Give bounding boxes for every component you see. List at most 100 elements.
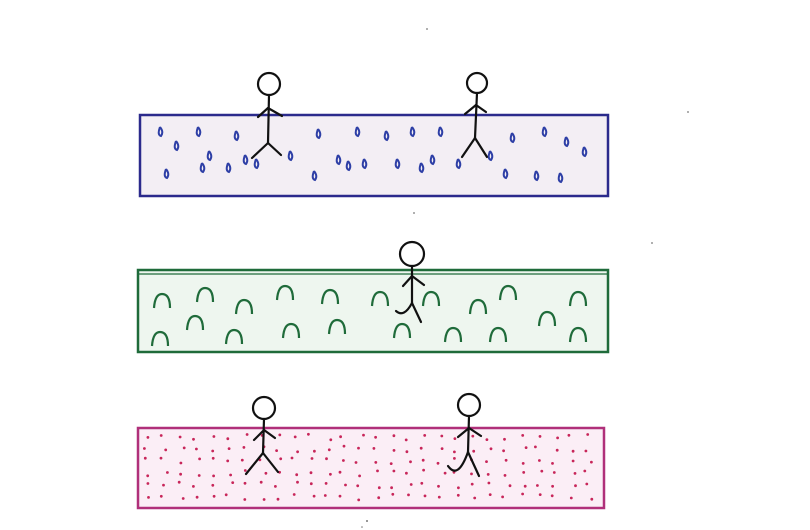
- dot-mark: [293, 493, 296, 496]
- dot-mark: [551, 494, 554, 497]
- panel-green-box: [138, 270, 608, 352]
- dot-mark: [307, 433, 310, 436]
- dot-mark: [438, 496, 441, 499]
- dot-mark: [339, 471, 342, 474]
- dot-mark: [424, 495, 427, 498]
- dot-mark: [265, 472, 268, 475]
- dot-mark: [539, 435, 542, 438]
- dot-mark: [521, 493, 524, 496]
- dot-mark: [147, 496, 150, 499]
- dot-mark: [295, 473, 298, 476]
- dot-mark: [339, 495, 342, 498]
- dot-mark: [355, 461, 358, 464]
- dot-mark: [585, 450, 588, 453]
- dot-mark: [574, 472, 577, 475]
- dot-mark: [422, 469, 425, 472]
- dot-mark: [310, 471, 313, 474]
- dot-mark: [263, 498, 266, 501]
- dot-mark: [570, 497, 573, 500]
- dot-mark: [574, 484, 577, 487]
- dot-mark: [313, 450, 316, 453]
- dot-mark: [278, 434, 281, 437]
- dot-mark: [198, 474, 201, 477]
- dot-mark: [444, 472, 447, 475]
- dot-mark: [144, 457, 147, 460]
- dot-mark: [325, 457, 328, 460]
- dot-mark: [440, 435, 443, 438]
- dot-mark: [311, 457, 314, 460]
- dot-mark: [470, 473, 473, 476]
- dot-mark: [160, 495, 163, 498]
- dot-mark: [241, 459, 244, 462]
- dot-mark: [146, 474, 149, 477]
- dot-mark: [583, 470, 586, 473]
- dot-mark: [228, 447, 231, 450]
- dot-mark: [357, 447, 360, 450]
- dot-mark: [246, 433, 249, 436]
- dot-mark: [279, 457, 282, 460]
- dot-mark: [357, 499, 360, 502]
- dot-mark: [390, 462, 393, 465]
- dot-mark: [538, 459, 541, 462]
- dot-mark: [409, 460, 412, 463]
- dot-mark: [540, 470, 543, 473]
- dot-mark: [472, 450, 475, 453]
- dot-mark: [358, 475, 361, 478]
- dot-mark: [556, 449, 559, 452]
- dot-mark: [453, 451, 456, 454]
- dot-mark: [244, 482, 247, 485]
- dot-mark: [198, 458, 201, 461]
- panel-pink-box: [138, 428, 604, 508]
- dot-mark: [275, 449, 278, 452]
- dot-mark: [164, 449, 167, 452]
- dot-mark: [521, 434, 524, 437]
- dot-mark: [344, 484, 347, 487]
- dot-mark: [488, 482, 491, 485]
- dot-mark: [407, 494, 410, 497]
- dot-mark: [162, 484, 165, 487]
- dot-mark: [522, 471, 525, 474]
- dot-mark: [212, 475, 215, 478]
- dot-mark: [501, 496, 504, 499]
- dot-mark: [376, 470, 379, 473]
- panel-pink: [138, 428, 604, 508]
- dot-mark: [277, 498, 280, 501]
- dot-mark: [420, 447, 423, 450]
- dot-mark: [310, 482, 313, 485]
- dot-mark: [572, 450, 575, 453]
- dot-mark: [457, 486, 460, 489]
- dot-mark: [586, 433, 589, 436]
- dot-mark: [328, 448, 331, 451]
- dot-mark: [243, 498, 246, 501]
- dot-mark: [160, 457, 163, 460]
- dot-mark: [339, 435, 342, 438]
- dot-mark: [391, 493, 394, 496]
- panel-green: [138, 270, 608, 352]
- dot-mark: [196, 496, 199, 499]
- dot-mark: [182, 497, 185, 500]
- dot-mark: [504, 474, 507, 477]
- dot-mark: [225, 493, 228, 496]
- dot-mark: [160, 434, 163, 437]
- dot-mark: [539, 493, 542, 496]
- dot-mark: [454, 437, 457, 440]
- dot-mark: [356, 484, 359, 487]
- dot-mark: [147, 436, 150, 439]
- dot-mark: [437, 485, 440, 488]
- dot-mark: [536, 484, 539, 487]
- dot-mark: [183, 447, 186, 450]
- dot-mark: [405, 439, 408, 442]
- dot-mark: [471, 483, 474, 486]
- dot-mark: [213, 435, 216, 438]
- dot-mark: [534, 446, 537, 449]
- dot-mark: [179, 436, 182, 439]
- dot-mark: [522, 462, 525, 465]
- dot-mark: [453, 457, 456, 460]
- dot-mark: [525, 446, 528, 449]
- dot-mark: [231, 481, 234, 484]
- dot-mark: [568, 434, 571, 437]
- dot-mark: [441, 447, 444, 450]
- dot-mark: [410, 483, 413, 486]
- dot-mark: [422, 459, 425, 462]
- dot-mark: [260, 481, 263, 484]
